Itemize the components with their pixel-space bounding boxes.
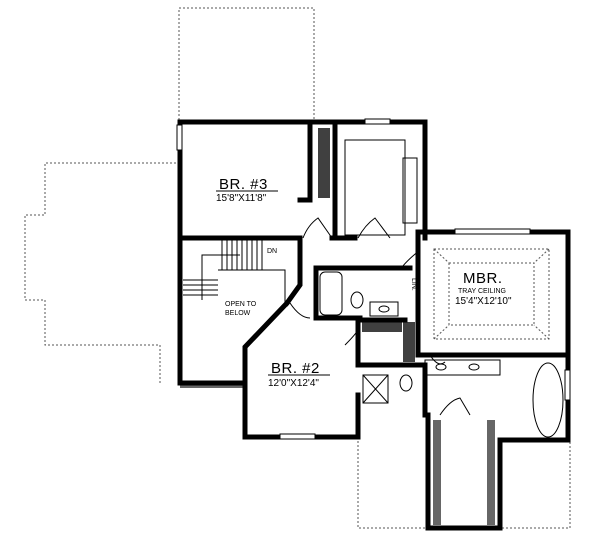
br3-size: 15'8"X11'8" <box>216 193 267 204</box>
mbr-name: MBR. <box>463 270 503 287</box>
stairs-down-label: DN <box>267 248 277 255</box>
bath-fixtures <box>319 139 564 438</box>
windows <box>176 118 571 440</box>
linen-closet-label: LIN. <box>410 278 417 291</box>
mbr-ceiling-note: TRAY CEILING <box>458 288 506 295</box>
lower-level-outline <box>24 7 571 529</box>
mbr-size: 15'4"X12'10" <box>455 296 512 307</box>
br3-name: BR. #3 <box>219 176 268 193</box>
open-to-below-line1: OPEN TO <box>225 301 257 308</box>
staircase <box>183 240 286 305</box>
tray-ceiling <box>433 248 550 340</box>
closet-rods <box>180 128 495 525</box>
walls <box>177 119 571 531</box>
open-to-below-line2: BELOW <box>225 310 251 317</box>
br2-size: 12'0"X12'4" <box>268 378 319 389</box>
br2-name: BR. #2 <box>271 360 320 377</box>
doors <box>289 217 471 416</box>
